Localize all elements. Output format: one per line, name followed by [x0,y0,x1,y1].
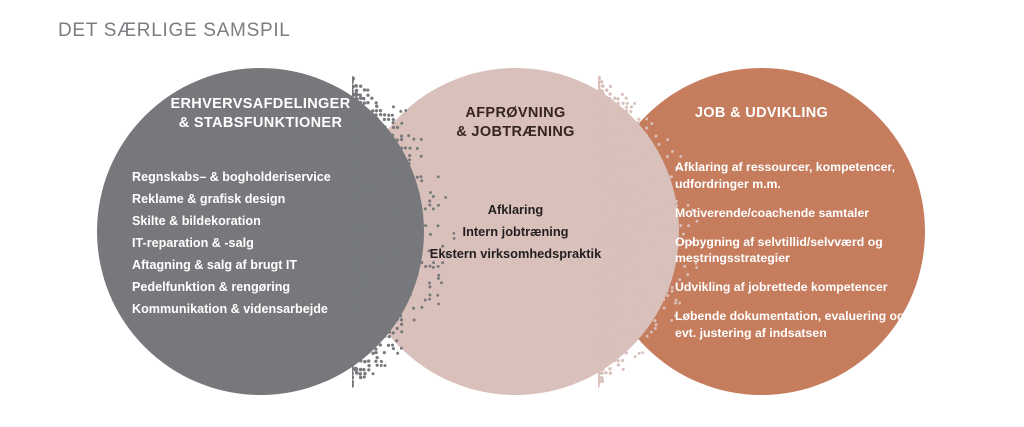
list-item: Ekstern virksomhedspraktik [429,246,602,261]
circle-middle-heading: AFPRØVNING & JOBTRÆNING [368,104,663,142]
circle-right-heading-line1: JOB & UDVIKLING [694,105,829,121]
circle-middle-heading-line1: AFPRØVNING [465,105,566,121]
circle-left-heading-line2: & STABSFUNKTIONER [178,115,343,131]
circle-middle-list: Afklaring Intern jobtræning Ekstern virk… [368,199,663,265]
list-item: Regnskabs– & bogholderiservice [132,170,331,184]
list-item: Afklaring af ressourcer, kompetencer, ud… [675,160,896,191]
circle-middle-heading-line2: & JOBTRÆNING [456,124,575,140]
page-title: DET SÆRLIGE SAMSPIL [58,20,291,41]
list-item: Pedelfunktion & rengøring [132,280,291,294]
list-item: Aftagning & salg af brugt IT [132,258,298,272]
list-item: Afklaring [487,202,544,217]
circle-right-list: Afklaring af ressourcer, kompetencer, ud… [598,159,925,341]
circle-left-heading: ERHVERVSAFDELINGER & STABSFUNKTIONER [97,95,424,133]
list-item: Udvikling af jobrettede kompetencer [675,280,888,294]
list-item: Intern jobtræning [462,224,569,239]
circle-right-heading: JOB & UDVIKLING [598,104,925,123]
list-item: IT-reparation & -salg [132,236,254,250]
list-item: Opbygning af selvtillid/selvværd og mest… [675,234,883,266]
circle-left-content: ERHVERVSAFDELINGER & STABSFUNKTIONER Reg… [97,95,424,320]
circle-left-heading-line1: ERHVERVSAFDELINGER [170,96,351,112]
list-item: Kommunikation & vidensarbejde [132,302,328,316]
circle-middle-content: AFPRØVNING & JOBTRÆNING Afklaring Intern… [368,104,663,265]
list-item: Løbende dokumentation, evaluering og evt… [675,309,905,340]
circle-right-content: JOB & UDVIKLING Afklaring af ressourcer,… [598,104,925,341]
list-item: Skilte & bildekoration [132,214,261,228]
list-item: Reklame & grafisk design [132,192,286,206]
list-item: Motiverende/coachende samtaler [675,205,870,220]
circle-left-list: Regnskabs– & bogholderiservice Reklame &… [97,166,424,320]
